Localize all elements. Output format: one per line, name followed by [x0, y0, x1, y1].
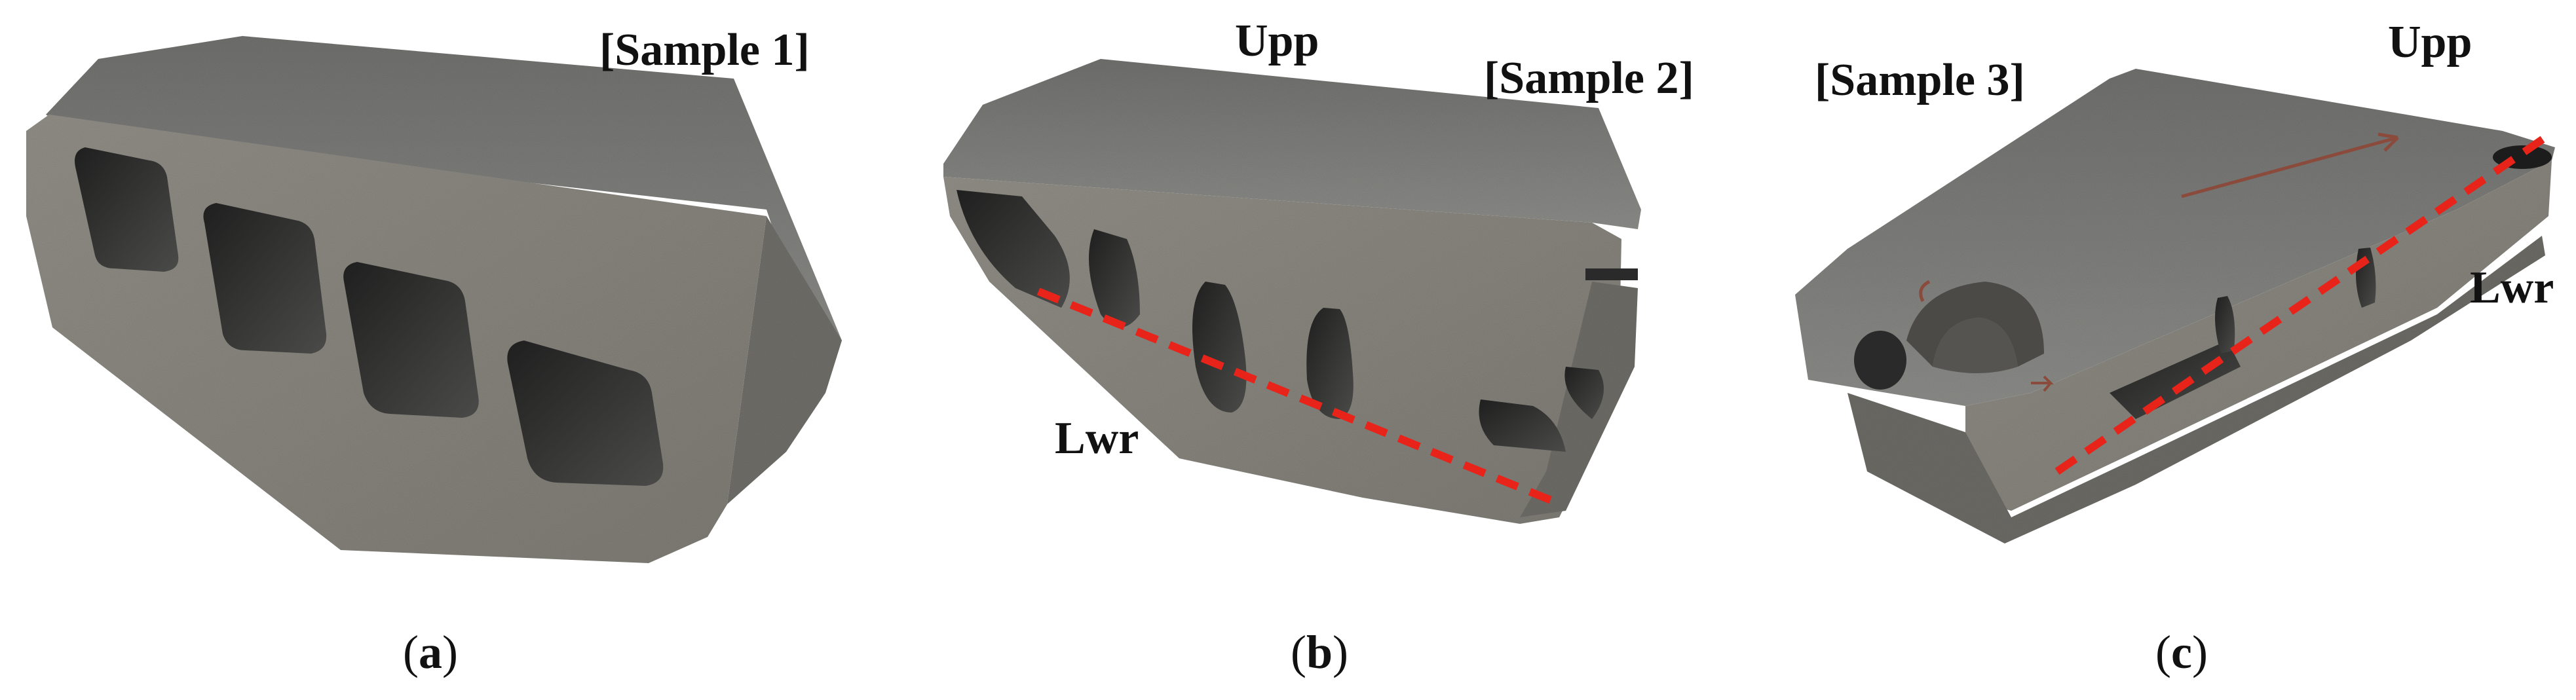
sample-1-top-surface [46, 36, 842, 367]
sample-2-mean-line [1036, 287, 1555, 505]
sample-3-mean-line [2055, 134, 2548, 475]
caption-open: ( [2155, 626, 2171, 678]
sample-1-cavity-3 [343, 262, 479, 418]
caption-close: ) [442, 626, 458, 678]
caption-b: (b) [1291, 629, 1348, 676]
sample-2-cavity-1 [957, 190, 1070, 308]
caption-c: (c) [2155, 629, 2208, 676]
sample-2-cavity-4 [1306, 308, 1354, 419]
sample-3-photo [1795, 69, 2555, 543]
panel-b: Upp [Sample 2] Lwr (b) [904, 0, 1743, 700]
sample-2-cavity-2 [1089, 229, 1140, 327]
sample-3-hole [1854, 331, 1906, 390]
sample-3-lower-label: Lwr [2470, 263, 2554, 313]
sample-1-end-face [727, 216, 842, 504]
sample-1-cavity-1 [75, 147, 179, 272]
sample-2-top-surface [943, 59, 1641, 229]
sample-3-marker-hook [1919, 280, 1931, 303]
sample-3-semicircle-inner [1933, 318, 2018, 373]
sample-2-label: [Sample 2] [1484, 53, 1694, 103]
sample-3-marker-arrow [2181, 132, 2399, 198]
sample-2-cavity-5 [1479, 399, 1566, 452]
sample-2-lower-label: Lwr [1055, 413, 1139, 464]
caption-open: ( [403, 626, 419, 678]
caption-letter-c: c [2170, 626, 2192, 678]
sample-3-cavity-2 [2215, 296, 2235, 354]
sample-3-front-face [1965, 160, 2552, 511]
caption-close: ) [2191, 626, 2208, 678]
caption-letter-a: a [418, 626, 442, 678]
caption-letter-b: b [1306, 626, 1333, 678]
sample-3-cavity-1 [2110, 341, 2241, 419]
panel-a: [Sample 1] (a) [0, 0, 865, 700]
caption-a: (a) [403, 629, 458, 676]
sample-3-marker-small-arrow [2031, 375, 2054, 392]
sample-2-cavity-3 [1192, 282, 1247, 413]
sample-1-photo [26, 36, 842, 563]
sample-1-label: [Sample 1] [599, 25, 810, 75]
caption-close: ) [1333, 626, 1349, 678]
sample-2-upper-label: Upp [1235, 16, 1319, 66]
caption-open: ( [1291, 626, 1306, 678]
sample-1-cavity-2 [203, 203, 327, 354]
sample-2-slot [1585, 268, 1638, 280]
sample-3-upper-label: Upp [2388, 17, 2472, 67]
sample-1-cavity-4 [507, 341, 664, 486]
sample-3-semicircle-cut [1906, 282, 2044, 367]
panel-c: [Sample 3] Upp Lwr (c) [1769, 0, 2576, 700]
sample-3-label: [Sample 3] [1815, 55, 2025, 105]
sample-2-photo [943, 59, 1641, 524]
sample-2-cavity-6 [1564, 367, 1604, 419]
